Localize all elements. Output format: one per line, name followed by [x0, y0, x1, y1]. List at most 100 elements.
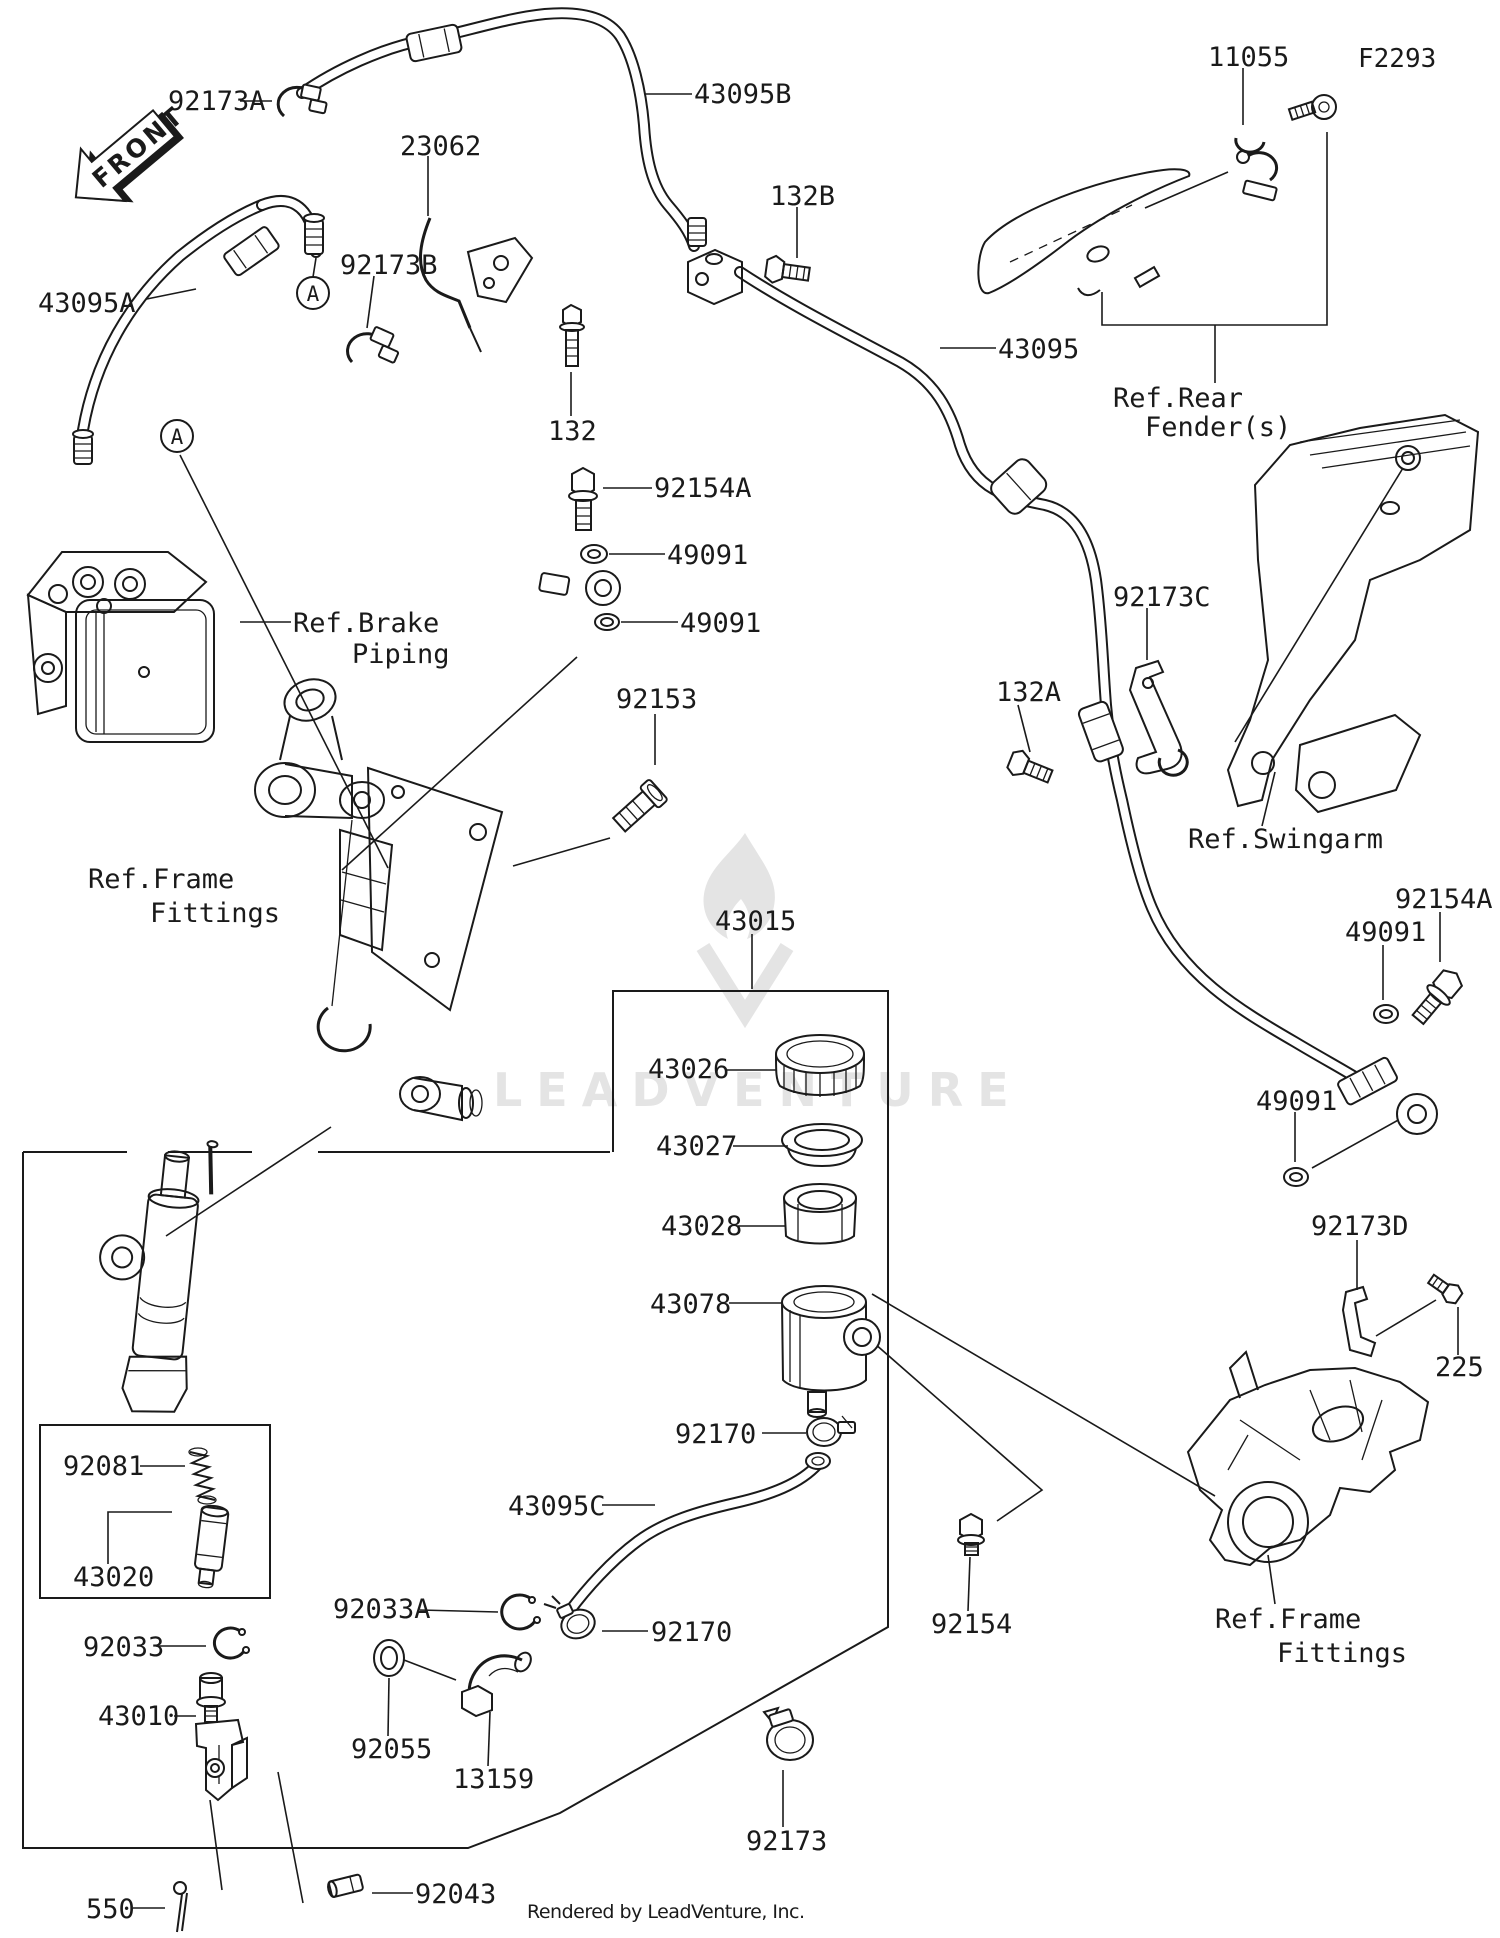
pushrod-43010-drawing	[194, 1672, 248, 1802]
connector-marker-a-left: A	[160, 419, 194, 453]
ref-label-rear-fender-line2[interactable]: Fender(s)	[1145, 412, 1292, 443]
ref-label-frame-fittings-right-line2[interactable]: Fittings	[1277, 1638, 1408, 1669]
abs-unit-drawing	[26, 551, 215, 743]
part-label-23062[interactable]: 23062	[400, 131, 482, 162]
ref-label-swingarm[interactable]: Ref.Swingarm	[1188, 824, 1384, 855]
part-label-132a[interactable]: 132A	[996, 677, 1062, 708]
hose-clamp-92173-bottom-drawing	[762, 1706, 814, 1761]
part-label-92173b[interactable]: 92173B	[340, 250, 438, 281]
part-label-92081[interactable]: 92081	[63, 1451, 145, 1482]
washer-49091-top2-drawing	[594, 613, 620, 631]
brake-hose-43095-main	[734, 266, 1438, 1135]
part-label-92153[interactable]: 92153	[616, 684, 698, 715]
part-label-43095b[interactable]: 43095B	[694, 79, 792, 110]
leadventure-watermark-text: LEADVENTURE	[493, 1063, 1023, 1117]
clamp-92173a-drawing	[276, 83, 328, 118]
part-label-43095[interactable]: 43095	[998, 334, 1080, 365]
part-label-49091-1[interactable]: 49091	[667, 540, 749, 571]
part-label-49091-4[interactable]: 49091	[1256, 1086, 1338, 1117]
part-label-43010[interactable]: 43010	[98, 1701, 180, 1732]
circlip-92033a-drawing	[500, 1593, 541, 1631]
part-label-49091-3[interactable]: 49091	[1345, 917, 1427, 948]
cotter-pin-550-drawing	[173, 1881, 188, 1933]
oring-92055-drawing	[373, 1639, 405, 1677]
part-label-43015[interactable]: 43015	[715, 906, 797, 937]
part-label-92033[interactable]: 92033	[83, 1632, 165, 1663]
piston-43020-drawing	[194, 1504, 230, 1589]
bolt-92153-drawing	[611, 779, 668, 833]
part-label-132b[interactable]: 132B	[770, 181, 836, 212]
part-label-92154a-right[interactable]: 92154A	[1395, 884, 1493, 915]
part-label-43095c[interactable]: 43095C	[508, 1491, 606, 1522]
bolt-132-drawing	[559, 303, 585, 367]
part-label-43095a[interactable]: 43095A	[38, 288, 136, 319]
washer-49091-top1-drawing	[580, 544, 608, 564]
bracket-92173c-drawing	[1128, 659, 1189, 777]
part-label-43020[interactable]: 43020	[73, 1562, 155, 1593]
part-label-92170-1[interactable]: 92170	[675, 1419, 757, 1450]
page-code: F2293	[1358, 44, 1437, 74]
part-label-92043[interactable]: 92043	[415, 1879, 497, 1910]
part-label-92173d[interactable]: 92173D	[1311, 1211, 1409, 1242]
brake-hose-43095b	[296, 7, 707, 252]
ref-label-frame-fittings-left-line1[interactable]: Ref.Frame	[88, 864, 235, 895]
bolt-92154a-top-drawing	[568, 466, 598, 531]
screw-11055-drawing	[1287, 94, 1337, 121]
leadventure-watermark-logo	[696, 833, 794, 1029]
elbow-joint-13159-drawing	[461, 1651, 532, 1718]
frame-fitting-right-drawing	[1186, 1350, 1430, 1567]
part-label-132[interactable]: 132	[548, 416, 597, 447]
hose-clamp-92170-upper-drawing	[806, 1415, 856, 1447]
washer-49091-right2-drawing	[1283, 1167, 1309, 1187]
joint-block-132b-drawing	[687, 248, 811, 306]
circlip-92033-drawing	[212, 1626, 250, 1660]
part-label-43027[interactable]: 43027	[656, 1131, 738, 1162]
footer-credit: Rendered by LeadVenture, Inc.	[527, 1901, 805, 1923]
hose-clamp-92170-lower-drawing	[543, 1595, 596, 1640]
reservoir-cap-43026-drawing	[775, 1034, 865, 1097]
part-label-92173a[interactable]: 92173A	[168, 86, 266, 117]
reservoir-tank-43078-drawing	[781, 1285, 881, 1418]
ref-label-frame-fittings-left-line2[interactable]: Fittings	[150, 898, 281, 929]
ref-label-brake-piping-line2[interactable]: Piping	[352, 639, 450, 670]
part-label-11055[interactable]: 11055	[1208, 42, 1290, 73]
bolt-225-drawing	[1426, 1273, 1464, 1305]
part-label-43026[interactable]: 43026	[648, 1054, 730, 1085]
ref-label-frame-fittings-right-line1[interactable]: Ref.Frame	[1215, 1604, 1362, 1635]
part-label-92173c[interactable]: 92173C	[1113, 582, 1211, 613]
part-label-92173[interactable]: 92173	[746, 1826, 828, 1857]
part-label-13159[interactable]: 13159	[453, 1764, 535, 1795]
part-label-92154a-top[interactable]: 92154A	[654, 473, 752, 504]
ref-label-brake-piping-line1[interactable]: Ref.Brake	[293, 608, 440, 639]
clip-92173d-drawing	[1341, 1285, 1377, 1358]
spring-92081-drawing	[188, 1447, 217, 1505]
part-label-92154[interactable]: 92154	[931, 1609, 1013, 1640]
part-label-550[interactable]: 550	[86, 1894, 135, 1925]
part-label-43028[interactable]: 43028	[661, 1211, 743, 1242]
rear-fender-drawing	[977, 168, 1191, 296]
part-label-92170-2[interactable]: 92170	[651, 1617, 733, 1648]
master-cylinder-bracket-drawing	[254, 678, 504, 1122]
pin-92043-drawing	[327, 1873, 364, 1898]
diaphragm-plate-43027-drawing	[781, 1123, 863, 1168]
brake-hose-43095a	[72, 194, 325, 465]
clamp-92173b-drawing	[346, 326, 400, 364]
part-label-49091-2[interactable]: 49091	[680, 608, 762, 639]
svg-text:A: A	[307, 282, 320, 306]
bolt-92154-bottom-drawing	[957, 1512, 985, 1556]
svg-text:A: A	[171, 425, 184, 449]
reservoir-hose-43095c	[563, 1452, 831, 1618]
diaphragm-43028-drawing	[783, 1183, 857, 1245]
bolt-132a-drawing	[1006, 749, 1054, 784]
leader-lines	[107, 68, 1459, 1909]
part-label-225[interactable]: 225	[1435, 1352, 1484, 1383]
bolt-92154a-right-drawing	[1411, 969, 1464, 1026]
part-label-43078[interactable]: 43078	[650, 1289, 732, 1320]
ref-label-rear-fender-line1[interactable]: Ref.Rear	[1113, 383, 1244, 414]
part-label-92055[interactable]: 92055	[351, 1734, 433, 1765]
part-label-92033a[interactable]: 92033A	[333, 1594, 431, 1625]
banjo-fitting-top-drawing	[538, 570, 621, 606]
clamp-11055-drawing	[1234, 137, 1279, 202]
